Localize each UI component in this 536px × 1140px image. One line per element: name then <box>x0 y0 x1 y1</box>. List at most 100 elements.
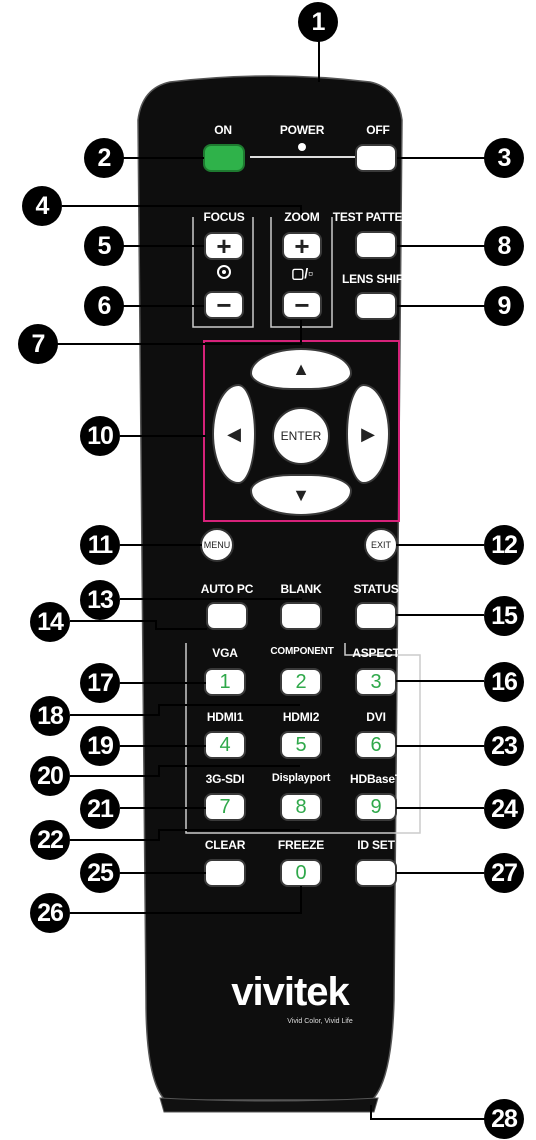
hdmi1-button[interactable]: 4 <box>204 731 246 759</box>
label-clear: CLEAR <box>205 838 245 852</box>
callout-15: 15 <box>484 596 524 636</box>
test-pattern-button[interactable] <box>355 231 397 259</box>
label-freeze: FREEZE <box>278 838 324 852</box>
callout-14: 14 <box>30 602 70 642</box>
zoom-plus-button[interactable]: + <box>282 232 322 260</box>
label-off: OFF <box>366 123 389 137</box>
label-status: STATUS <box>353 582 398 596</box>
displayport-button[interactable]: 8 <box>280 793 322 821</box>
label-aspect: ASPECT <box>352 646 399 660</box>
label-3g-sdi: 3G-SDI <box>206 772 245 786</box>
3g-sdi-button[interactable]: 7 <box>204 793 246 821</box>
menu-button[interactable]: MENU <box>200 528 234 562</box>
digit-4: 4 <box>219 734 230 757</box>
freeze-button[interactable]: 0 <box>280 859 322 887</box>
callout-10: 10 <box>80 416 120 456</box>
callout-11: 11 <box>80 525 120 565</box>
callout-23: 23 <box>484 726 524 766</box>
digit-2: 2 <box>295 671 306 694</box>
label-hdmi2: HDMI2 <box>283 710 319 724</box>
minus-icon: − <box>216 292 231 318</box>
callout-8: 8 <box>484 226 524 266</box>
callout-12: 12 <box>484 525 524 565</box>
callout-22: 22 <box>30 820 70 860</box>
hdbaset-button[interactable]: 9 <box>355 793 397 821</box>
callout-17: 17 <box>80 663 120 703</box>
label-lens-shift: LENS SHIFT <box>342 272 410 286</box>
status-button[interactable] <box>355 602 397 630</box>
callout-21: 21 <box>80 789 120 829</box>
callout-6: 6 <box>84 286 124 326</box>
lens-shift-button[interactable] <box>355 292 397 320</box>
enter-label: ENTER <box>281 429 322 443</box>
callout-1: 1 <box>298 2 338 42</box>
power-led <box>298 143 306 151</box>
digit-7: 7 <box>219 796 230 819</box>
callout-13: 13 <box>80 580 120 620</box>
label-component: COMPONENT <box>270 646 333 657</box>
power-off-button[interactable] <box>355 144 397 172</box>
callout-18: 18 <box>30 696 70 736</box>
digit-5: 5 <box>295 734 306 757</box>
component-button[interactable]: 2 <box>280 668 322 696</box>
label-blank: BLANK <box>281 582 322 596</box>
label-on: ON <box>214 123 232 137</box>
digit-8: 8 <box>295 796 306 819</box>
label-hdmi1: HDMI1 <box>207 710 243 724</box>
callout-16: 16 <box>484 662 524 702</box>
callout-5: 5 <box>84 226 124 266</box>
brand-tagline: Vivid Color, Vivid Life <box>287 1018 353 1025</box>
label-zoom-sub: ▢/▫ <box>291 265 312 282</box>
digit-6: 6 <box>370 734 381 757</box>
focus-minus-button[interactable]: − <box>204 291 244 319</box>
clear-button[interactable] <box>204 859 246 887</box>
power-on-button[interactable] <box>203 144 245 172</box>
label-displayport: Displayport <box>272 772 330 784</box>
digit-3: 3 <box>370 671 381 694</box>
callout-24: 24 <box>484 789 524 829</box>
label-zoom: ZOOM <box>282 210 321 224</box>
digit-1: 1 <box>219 671 230 694</box>
enter-button[interactable]: ENTER <box>272 407 330 465</box>
zoom-minus-button[interactable]: − <box>282 291 322 319</box>
callout-7: 7 <box>18 324 58 364</box>
digit-0: 0 <box>295 862 306 885</box>
callout-3: 3 <box>484 138 524 178</box>
label-power: POWER <box>280 123 324 137</box>
right-arrow-icon: ▶ <box>361 424 375 445</box>
callout-4: 4 <box>22 186 62 226</box>
callout-28: 28 <box>484 1099 524 1139</box>
up-arrow-icon: ▲ <box>292 359 310 380</box>
hdmi2-button[interactable]: 5 <box>280 731 322 759</box>
digit-9: 9 <box>370 796 381 819</box>
down-arrow-icon: ▼ <box>292 485 310 506</box>
label-auto-pc: AUTO PC <box>201 582 253 596</box>
callout-25: 25 <box>80 853 120 893</box>
focus-plus-button[interactable]: + <box>204 232 244 260</box>
label-dvi: DVI <box>366 710 385 724</box>
exit-label: EXIT <box>371 540 391 550</box>
label-hdbaset: HDBaseT <box>350 772 402 786</box>
auto-pc-button[interactable] <box>206 602 248 630</box>
callout-27: 27 <box>484 853 524 893</box>
callout-9: 9 <box>484 286 524 326</box>
blank-button[interactable] <box>280 602 322 630</box>
brand-logo: vivitek <box>231 970 349 1015</box>
label-focus: FOCUS <box>201 210 246 224</box>
minus-icon: − <box>294 292 309 318</box>
plus-icon: + <box>216 233 231 259</box>
callout-20: 20 <box>30 756 70 796</box>
callout-26: 26 <box>30 893 70 933</box>
left-button[interactable]: ◀ <box>212 384 256 484</box>
exit-button[interactable]: EXIT <box>364 528 398 562</box>
vga-button[interactable]: 1 <box>204 668 246 696</box>
id-set-button[interactable] <box>355 859 397 887</box>
menu-label: MENU <box>204 540 231 550</box>
label-test-pattern: TEST PATTERN <box>333 210 420 224</box>
dvi-button[interactable]: 6 <box>355 731 397 759</box>
plus-icon: + <box>294 233 309 259</box>
aspect-button[interactable]: 3 <box>355 668 397 696</box>
up-button[interactable]: ▲ <box>250 348 352 390</box>
